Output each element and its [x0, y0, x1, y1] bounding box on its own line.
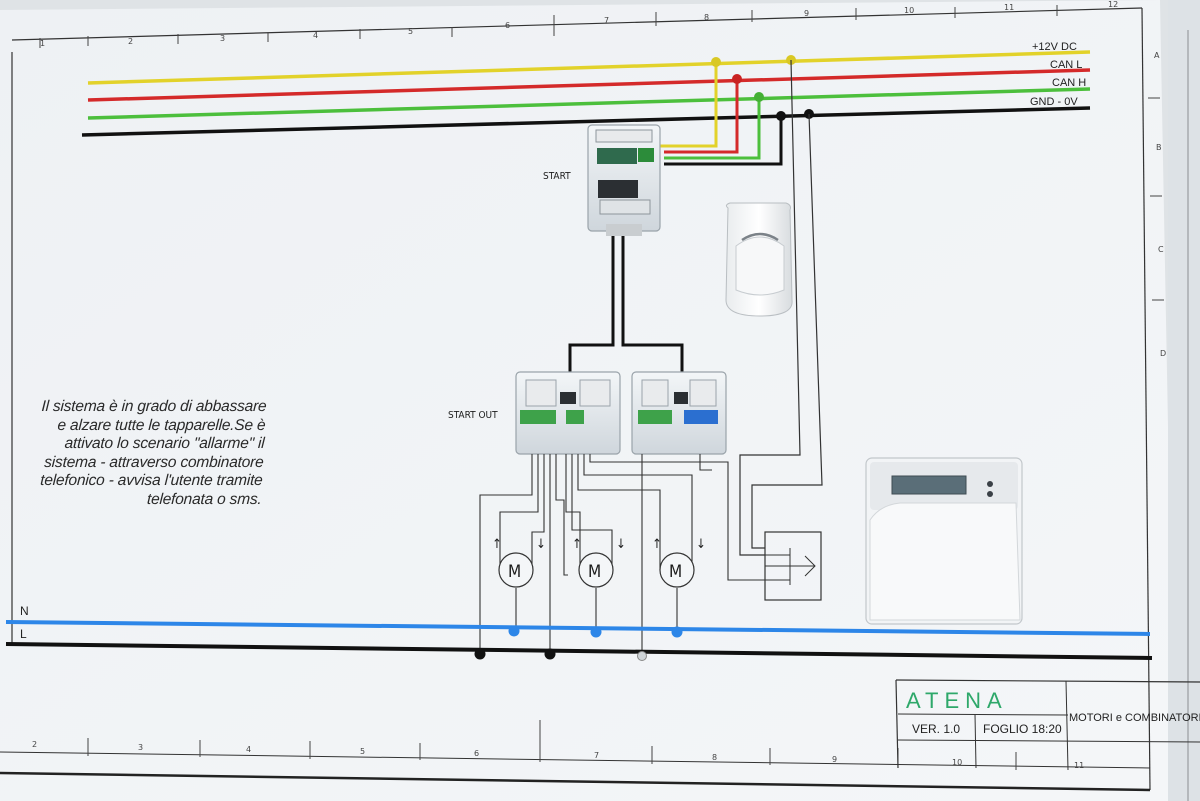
- ruler-top-7: 7: [604, 16, 609, 25]
- bus-cable: [568, 236, 684, 372]
- version-label: VER. 1.0: [912, 722, 960, 736]
- junction-dot: [754, 92, 764, 102]
- ruler-bottom-9: 9: [832, 755, 837, 764]
- junction-dot: [544, 648, 556, 660]
- ruler-top-6: 6: [505, 21, 510, 30]
- ruler-top-10: 10: [904, 6, 914, 15]
- junction-dot: [776, 111, 786, 121]
- label-can-l: CAN L: [1050, 59, 1082, 71]
- ruler-bottom-10: 10: [952, 758, 962, 767]
- motor-wiring: [479, 454, 765, 660]
- arrow-up-icon: ↑: [652, 537, 662, 552]
- motor-3: M ↑ ↓: [652, 537, 706, 632]
- ruler-bottom-11: 11: [1074, 761, 1084, 770]
- system-description: Il sistema è in grado di abbassare e alz…: [39, 398, 267, 508]
- top-ruler: 1 2 3 4 5 6 7 8 9 10 11 12: [39, 0, 1118, 48]
- start-out-module-2: [631, 371, 727, 455]
- ruler-side-a: A: [1154, 51, 1160, 60]
- ruler-side-c: C: [1158, 245, 1164, 254]
- ruler-top-2: 2: [128, 37, 133, 46]
- label-plus12v: +12V DC: [1032, 41, 1077, 53]
- ruler-bottom-8: 8: [712, 753, 717, 762]
- atena-logo: ATENA: [906, 688, 1008, 713]
- ruler-top-1: 1: [40, 39, 45, 48]
- junction-dot: [474, 648, 486, 660]
- ruler-top-3: 3: [220, 34, 225, 43]
- motor-1: M ↑ ↓: [492, 537, 546, 632]
- neutral-line: [5, 620, 1151, 636]
- label-line: L: [20, 627, 27, 641]
- junction-dot: [637, 651, 647, 661]
- label-gnd: GND - 0V: [1030, 96, 1078, 108]
- junction-dot: [732, 74, 742, 84]
- ruler-bottom-4: 4: [246, 745, 251, 754]
- junction-dot: [671, 626, 683, 638]
- ruler-top-4: 4: [313, 31, 318, 40]
- arrow-down-icon: ↓: [696, 537, 706, 552]
- title-block: ATENA VER. 1.0 FOGLIO 18:20 MOTORI e COM…: [895, 679, 1200, 771]
- start-label: START: [543, 171, 571, 182]
- bottom-ruler: 2 3 4 5 6 7 8 9 10 11: [32, 720, 1084, 770]
- motor-symbol: M: [508, 562, 521, 582]
- drawing-title: MOTORI e COMBINATORE: [1069, 712, 1200, 724]
- motor-symbol: M: [588, 562, 601, 582]
- ruler-top-8: 8: [704, 13, 709, 22]
- lcd-screen: [891, 475, 967, 495]
- line-phase: [5, 642, 1153, 660]
- label-neutral: N: [20, 604, 29, 618]
- ruler-side-b: B: [1156, 143, 1162, 152]
- combinator-output-symbol: [764, 531, 822, 601]
- arrow-up-icon: ↑: [492, 537, 502, 552]
- start-out-module-1: START OUT: [448, 371, 621, 455]
- start-pcb: [597, 148, 637, 164]
- telephone-combinator: [865, 457, 1023, 625]
- start-out-label: START OUT: [448, 410, 498, 421]
- ruler-bottom-6: 6: [474, 749, 479, 758]
- label-can-h: CAN H: [1052, 77, 1086, 89]
- ruler-bottom-7: 7: [594, 751, 599, 760]
- start-module: START: [543, 124, 661, 236]
- motor-2: M ↑ ↓: [572, 537, 626, 632]
- bus-line-12v: [87, 50, 1091, 85]
- motor-symbol: M: [669, 562, 682, 582]
- side-ruler: A B C D: [1148, 51, 1166, 358]
- arrow-up-icon: ↑: [572, 537, 582, 552]
- bus-line-can-h: [87, 87, 1091, 120]
- ruler-top-12: 12: [1108, 0, 1118, 9]
- mains: N L: [5, 604, 1153, 661]
- sheet-label: FOGLIO 18:20: [983, 722, 1062, 736]
- ruler-top-11: 11: [1004, 3, 1014, 12]
- ruler-bottom-2: 2: [32, 740, 37, 749]
- junction-dot: [508, 625, 520, 637]
- arrow-down-icon: ↓: [616, 537, 626, 552]
- junction-dot: [590, 626, 602, 638]
- can-bus: +12V DC CAN L CAN H GND - 0V: [81, 41, 1091, 137]
- ruler-side-d: D: [1160, 349, 1166, 358]
- bus-drops: [660, 55, 823, 556]
- arrow-down-icon: ↓: [536, 537, 546, 552]
- bus-line-gnd: [81, 106, 1091, 137]
- ruler-bottom-3: 3: [138, 743, 143, 752]
- ruler-top-9: 9: [804, 9, 809, 18]
- bus-line-can-l: [87, 68, 1091, 102]
- ruler-top-5: 5: [408, 27, 413, 36]
- junction-dot: [711, 57, 721, 67]
- ruler-bottom-5: 5: [360, 747, 365, 756]
- pir-sensor: [725, 202, 793, 317]
